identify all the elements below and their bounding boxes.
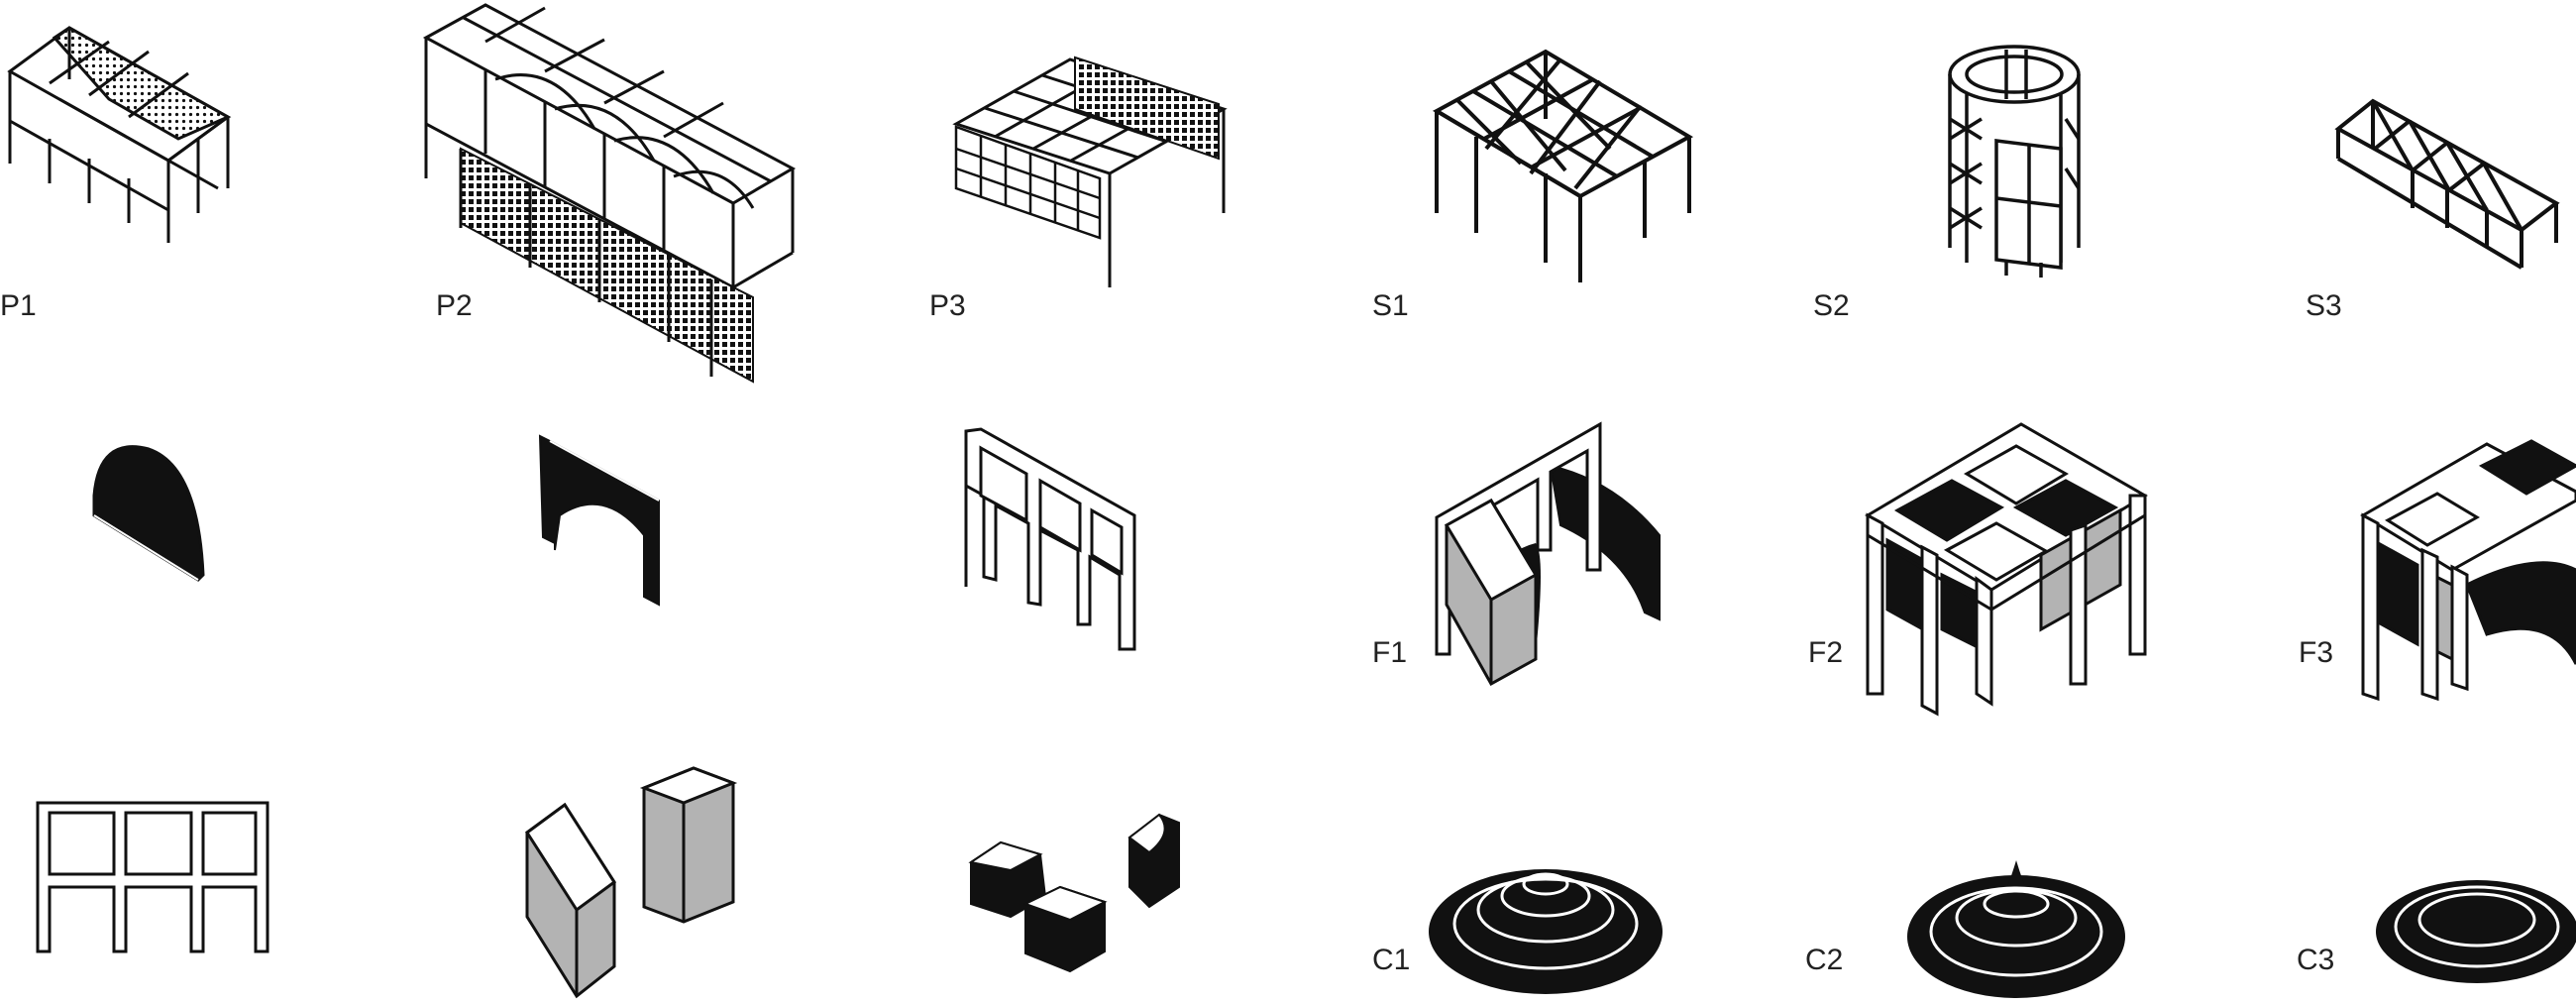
arch-wall-drawing bbox=[538, 434, 660, 607]
label-p1: P1 bbox=[0, 289, 37, 322]
c1-mound-drawing bbox=[1429, 869, 1663, 994]
label-s2: S2 bbox=[1813, 289, 1850, 322]
c2-mound-drawing bbox=[1907, 860, 2125, 998]
label-c1: C1 bbox=[1372, 944, 1410, 976]
label-s3: S3 bbox=[2306, 289, 2342, 322]
p3-hanging-panels bbox=[954, 125, 1102, 240]
label-f2: F2 bbox=[1808, 636, 1843, 669]
grey-blocks-drawing bbox=[524, 766, 738, 999]
flat-frame-drawing bbox=[36, 801, 269, 953]
frame-wall-drawing bbox=[964, 427, 1136, 651]
s2-tower-drawing bbox=[1948, 45, 2081, 278]
label-c3: C3 bbox=[2297, 944, 2334, 976]
label-c2: C2 bbox=[1805, 944, 1843, 976]
p3-mesh-panel bbox=[1074, 56, 1220, 161]
c3-dish-drawing bbox=[2376, 880, 2576, 983]
s3-truss-drawing bbox=[2334, 98, 2560, 270]
f3-composite-drawing bbox=[2360, 439, 2576, 702]
p2-columns bbox=[459, 149, 713, 377]
label-p2: P2 bbox=[436, 289, 473, 322]
p2-frame-drawing bbox=[422, 3, 797, 289]
label-f3: F3 bbox=[2299, 636, 2333, 669]
p1-frame-drawing bbox=[7, 26, 232, 243]
black-wedges-drawing bbox=[968, 813, 1180, 973]
label-s1: S1 bbox=[1372, 289, 1409, 322]
label-f1: F1 bbox=[1372, 636, 1407, 669]
dome-slab-drawing bbox=[92, 445, 205, 582]
label-p3: P3 bbox=[929, 289, 966, 322]
f2-composite-drawing bbox=[1865, 422, 2148, 717]
s1-space-frame-drawing bbox=[1432, 49, 1694, 282]
f1-composite-drawing bbox=[1435, 421, 1661, 687]
